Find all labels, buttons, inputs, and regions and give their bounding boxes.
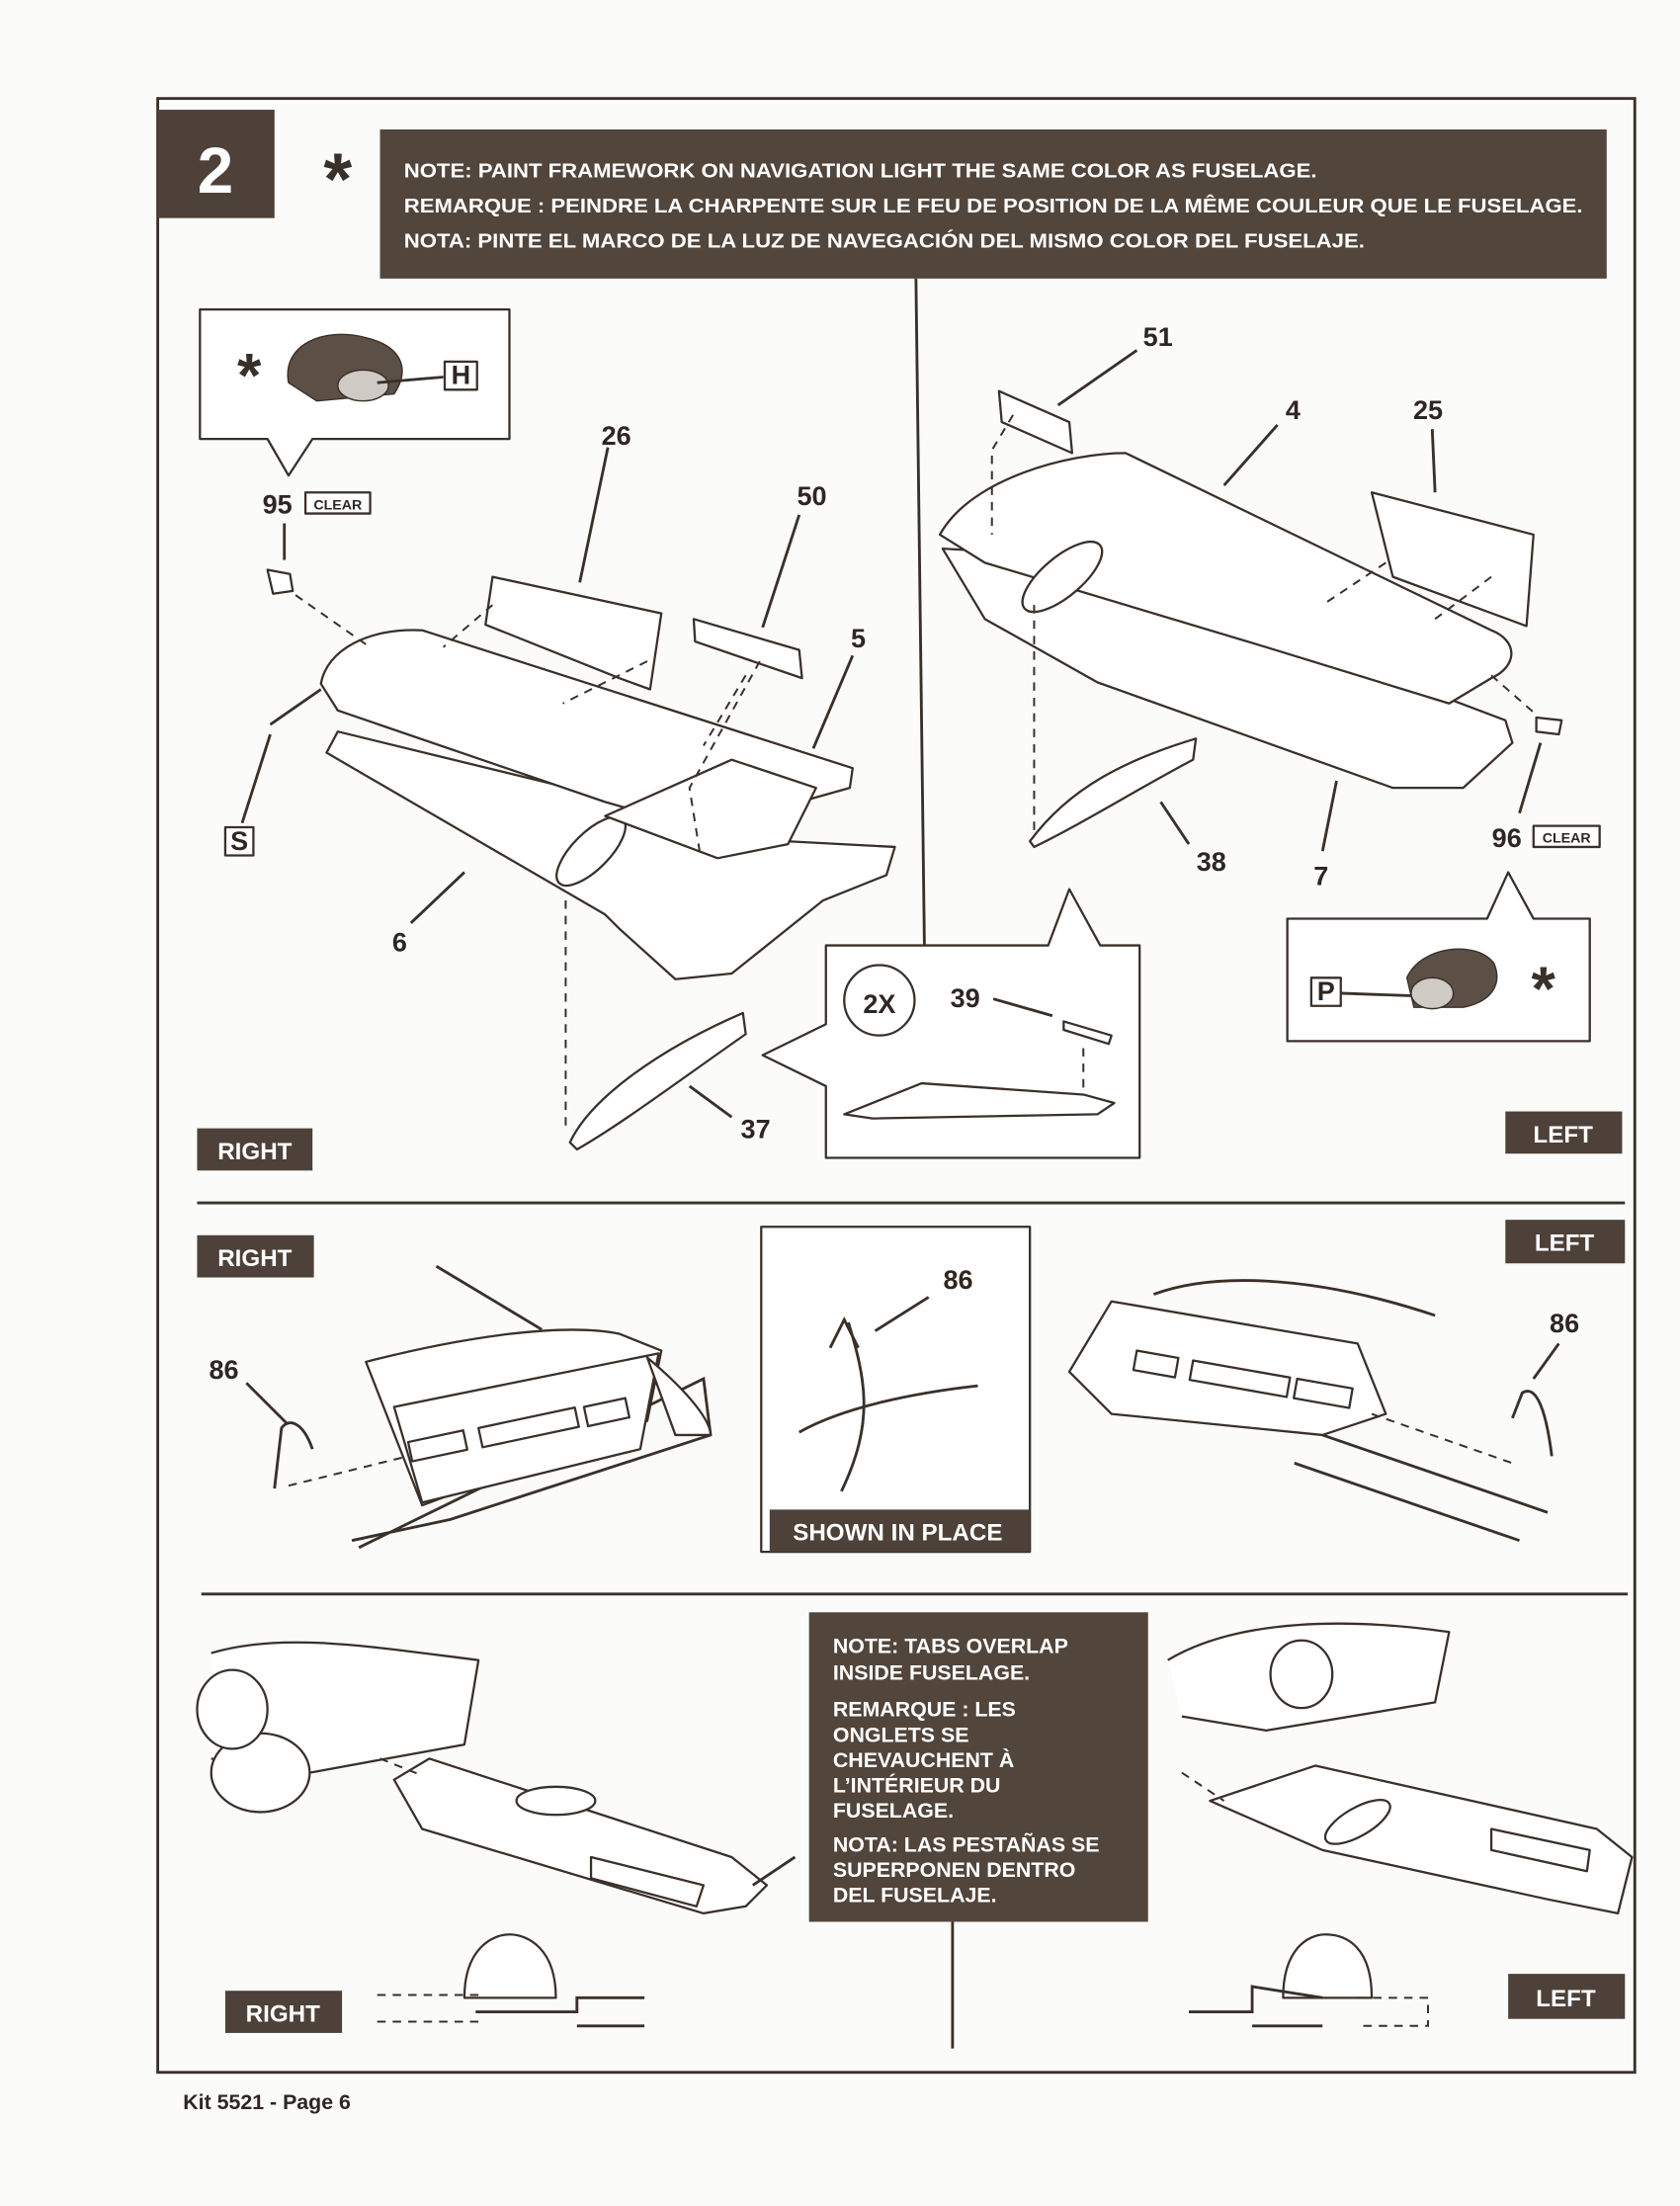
left-light-callout: P * bbox=[1286, 871, 1591, 1043]
part-number-26: 26 bbox=[602, 421, 631, 451]
label-right-top: RIGHT bbox=[197, 1128, 313, 1171]
svg-text:RIGHT: RIGHT bbox=[217, 1139, 292, 1165]
part-number-7: 7 bbox=[1313, 861, 1328, 891]
note-spanish-line: NOTA: LAS PESTAÑAS SE bbox=[833, 1831, 1100, 1856]
part-number-39: 39 bbox=[951, 983, 980, 1013]
part-number-50: 50 bbox=[797, 481, 826, 511]
part-50 bbox=[692, 618, 803, 680]
note-spanish: NOTA: PINTE EL MARCO DE LA LUZ DE NAVEGA… bbox=[404, 229, 1365, 253]
part-25-flap bbox=[1370, 491, 1535, 628]
bottom-note-box: NOTE: TABS OVERLAP INSIDE FUSELAGE. REMA… bbox=[808, 1612, 1148, 1922]
part-number-86: 86 bbox=[1550, 1309, 1579, 1338]
part-number-51: 51 bbox=[1143, 322, 1173, 352]
paint-code-s: S bbox=[230, 826, 248, 856]
right-wing-assembly bbox=[240, 447, 896, 1151]
multiplier-2x: 2X bbox=[863, 989, 895, 1019]
navigation-light-icon bbox=[287, 333, 403, 402]
step-frame bbox=[156, 97, 1637, 2075]
part-number-38: 38 bbox=[1197, 847, 1226, 877]
clear-tag: CLEAR bbox=[1543, 831, 1591, 847]
note-french-line: ONGLETS SE bbox=[833, 1723, 969, 1746]
svg-text:LEFT: LEFT bbox=[1535, 1230, 1595, 1256]
label-left-top: LEFT bbox=[1505, 1111, 1623, 1154]
svg-text:LEFT: LEFT bbox=[1536, 1986, 1596, 2012]
repeat-callout: 2X 39 bbox=[761, 888, 1141, 1159]
right-light-callout: * H bbox=[199, 308, 511, 477]
part-number-86: 86 bbox=[944, 1265, 973, 1295]
svg-text:RIGHT: RIGHT bbox=[217, 1245, 292, 1272]
part-38 bbox=[1029, 737, 1198, 849]
part-number-25: 25 bbox=[1413, 395, 1443, 425]
paint-code-h: H bbox=[452, 361, 471, 390]
part-number-37: 37 bbox=[741, 1115, 771, 1145]
label-left-bottom: LEFT bbox=[1508, 1974, 1626, 2019]
asterisk-icon: * bbox=[1532, 955, 1556, 1024]
right-wing-fuselage-fit bbox=[196, 1641, 797, 2028]
part-number-4: 4 bbox=[1286, 395, 1301, 425]
asterisk-icon: * bbox=[237, 341, 262, 410]
note-french-line: CHEVAUCHENT À bbox=[833, 1747, 1014, 1772]
part-number-95: 95 bbox=[263, 490, 293, 520]
page-footer: Kit 5521 - Page 6 bbox=[183, 2090, 351, 2114]
note-french: REMARQUE : PEINDRE LA CHARPENTE SUR LE F… bbox=[404, 194, 1583, 217]
label-left-mid: LEFT bbox=[1505, 1220, 1626, 1264]
svg-text:LEFT: LEFT bbox=[1533, 1122, 1593, 1148]
right-flap-detail bbox=[245, 1264, 713, 1550]
left-wing-assembly bbox=[938, 349, 1563, 852]
note-spanish-line: SUPERPONEN DENTRO bbox=[833, 1858, 1075, 1882]
part-number-5: 5 bbox=[851, 624, 866, 653]
note-english-line: NOTE: TABS OVERLAP bbox=[833, 1635, 1068, 1658]
part-number-96: 96 bbox=[1492, 823, 1522, 853]
left-flap-detail bbox=[1067, 1279, 1560, 1543]
note-english: NOTE: PAINT FRAMEWORK ON NAVIGATION LIGH… bbox=[404, 159, 1317, 182]
label-right-mid: RIGHT bbox=[197, 1234, 314, 1278]
note-french-line: L’INTÉRIEUR DU bbox=[833, 1772, 1001, 1797]
step-number-box: 2 bbox=[157, 110, 275, 218]
clear-tag: CLEAR bbox=[313, 497, 362, 513]
top-note-box: NOTE: PAINT FRAMEWORK ON NAVIGATION LIGH… bbox=[379, 128, 1607, 279]
note-french-line: FUSELAGE. bbox=[833, 1799, 954, 1823]
part-26-flap bbox=[484, 575, 663, 691]
note-spanish-line: DEL FUSELAJE. bbox=[833, 1884, 997, 1908]
shown-in-place-box: 86 SHOWN IN PLACE bbox=[760, 1226, 1032, 1554]
asterisk-icon: * bbox=[323, 137, 352, 219]
paint-code-p: P bbox=[1317, 976, 1335, 1006]
part-96-lens bbox=[1535, 716, 1563, 736]
label-right-bottom: RIGHT bbox=[224, 1991, 343, 2033]
step-number: 2 bbox=[198, 134, 233, 207]
note-english-line: INSIDE FUSELAGE. bbox=[833, 1661, 1030, 1685]
part-number-6: 6 bbox=[392, 927, 407, 957]
part-number-86: 86 bbox=[209, 1355, 238, 1385]
part-51 bbox=[997, 389, 1074, 455]
svg-text:RIGHT: RIGHT bbox=[246, 2001, 320, 2028]
navigation-light-icon bbox=[1405, 948, 1498, 1010]
panel-divider bbox=[914, 278, 926, 946]
shown-in-place-label: SHOWN IN PLACE bbox=[793, 1520, 1002, 1547]
note-french-line: REMARQUE : LES bbox=[833, 1698, 1016, 1722]
left-wing-fuselage-fit bbox=[1167, 1622, 1634, 2028]
part-37 bbox=[568, 1011, 747, 1151]
part-95-lens bbox=[266, 568, 294, 595]
